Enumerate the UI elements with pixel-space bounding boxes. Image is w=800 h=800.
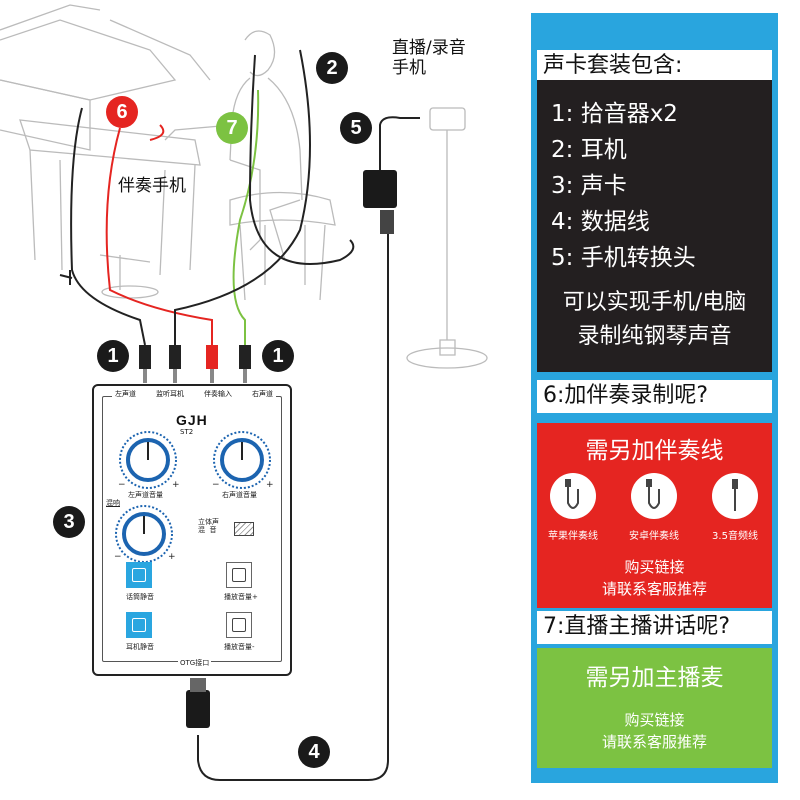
marker-4: 4 (298, 736, 330, 768)
accompaniment-head: 需另加伴奏线 (585, 438, 724, 464)
port-accompaniment: 伴奏输入 (204, 390, 232, 398)
right-minus: − (212, 480, 220, 490)
accompaniment-title: 6:加伴奏录制呢? (537, 380, 772, 413)
left-minus: − (118, 480, 126, 490)
brand-logo: GJH (176, 412, 208, 428)
kit-item-1: 1: 拾音器x2 (551, 101, 678, 127)
reverb-minus: − (114, 552, 122, 562)
illustration: 直播/录音 手机 伴奏手机 2 6 7 5 1 1 3 4 左声道 监听耳机 伴… (0, 4, 488, 781)
earphone-mute-label: 耳机静音 (126, 643, 154, 651)
stereo-mix-line1: 立体声 (198, 518, 219, 526)
volume-up-icon (232, 568, 246, 582)
kit-item-2: 2: 耳机 (551, 137, 627, 163)
live-contact: 请联系客服推荐 (601, 733, 707, 751)
stream-phone-label: 直播/录音 手机 (392, 38, 466, 79)
mic-mute-button[interactable] (126, 562, 152, 588)
android-cable-drawing (646, 479, 660, 509)
stream-phone-label-line1: 直播/录音 (392, 38, 466, 58)
port-labels: 左声道 监听耳机 伴奏输入 右声道 (112, 389, 276, 399)
port-left: 左声道 (115, 390, 136, 398)
android-cable-label: 安卓伴奏线 (629, 531, 679, 542)
android-cable-icon (631, 473, 677, 519)
live-title: 7:直播主播讲话呢? (537, 611, 772, 644)
kit-item-5: 5: 手机转换头 (551, 245, 696, 271)
earphone-icon (132, 618, 146, 632)
apple-cable-drawing (565, 479, 579, 509)
otg-port-label: OTG接口 (178, 658, 212, 668)
piano-setup-drawing (0, 4, 488, 781)
kit-contents: 1: 拾音器x2 2: 耳机 3: 声卡 4: 数据线 5: 手机转换头 可以实… (537, 80, 772, 372)
aux-cable-icon (712, 473, 758, 519)
marker-7: 7 (216, 112, 248, 144)
kit-item-4: 4: 数据线 (551, 209, 650, 235)
reverb-plus: + (168, 552, 176, 562)
left-volume-knob[interactable] (118, 430, 178, 490)
stereo-mix-line2: 混 音 (198, 526, 219, 534)
accompaniment-buy-link[interactable]: 购买链接 (624, 558, 685, 576)
kit-note-line2: 录制纯钢琴声音 (577, 324, 732, 349)
mic-mute-label: 话筒静音 (126, 593, 154, 601)
kit-title: 声卡套装包含: (537, 50, 772, 83)
mic-icon (132, 568, 146, 582)
aux-cable-drawing (732, 479, 738, 511)
info-panel: 声卡套装包含: 1: 拾音器x2 2: 耳机 3: 声卡 4: 数据线 5: 手… (531, 13, 778, 783)
accompaniment-box: 需另加伴奏线 苹果伴奏线 安卓伴奏线 3.5音频线 购买链接 请联系客服推荐 (537, 423, 772, 608)
marker-1-left: 1 (97, 340, 129, 372)
reverb-knob[interactable] (114, 504, 174, 564)
marker-6: 6 (106, 96, 138, 128)
port-right: 右声道 (252, 390, 273, 398)
reverb-label: 混响 (106, 499, 120, 507)
earphone-mute-button[interactable] (126, 612, 152, 638)
apple-cable-icon (550, 473, 596, 519)
right-volume-knob[interactable] (212, 430, 272, 490)
play-volume-down-button[interactable] (226, 612, 252, 638)
stereo-mix-char1: 混 (198, 526, 205, 535)
marker-2: 2 (316, 52, 348, 84)
apple-cable-label: 苹果伴奏线 (548, 531, 598, 542)
marker-3: 3 (53, 506, 85, 538)
port-monitor: 监听耳机 (156, 390, 184, 398)
kit-note-line1: 可以实现手机/电脑 (562, 290, 747, 315)
live-box: 需另加主播麦 购买链接 请联系客服推荐 (537, 648, 772, 768)
play-volume-down-label: 播放音量- (224, 643, 255, 651)
right-volume-label: 右声道音量 (222, 491, 257, 499)
stereo-mix-char2: 音 (209, 526, 217, 535)
right-plus: + (266, 480, 274, 490)
volume-down-icon (232, 618, 246, 632)
live-buy-link[interactable]: 购买链接 (624, 711, 685, 729)
accompaniment-contact: 请联系客服推荐 (601, 580, 707, 598)
left-plus: + (172, 480, 180, 490)
play-volume-up-label: 播放音量+ (224, 593, 258, 601)
sound-card: 左声道 监听耳机 伴奏输入 右声道 GJH ST2 左声道音量 右声道音量 − … (92, 384, 292, 676)
stereo-mix-switch[interactable] (234, 522, 254, 536)
model-label: ST2 (180, 428, 194, 436)
play-volume-up-button[interactable] (226, 562, 252, 588)
accompaniment-phone-label: 伴奏手机 (118, 176, 186, 196)
stereo-mix-label: 立体声 混 音 (198, 518, 219, 535)
marker-5: 5 (340, 112, 372, 144)
left-volume-label: 左声道音量 (128, 491, 163, 499)
stream-phone-label-line2: 手机 (392, 58, 426, 79)
aux-cable-label: 3.5音频线 (712, 531, 758, 542)
kit-item-3: 3: 声卡 (551, 173, 627, 199)
marker-1-right: 1 (262, 340, 294, 372)
live-head: 需另加主播麦 (585, 665, 724, 691)
